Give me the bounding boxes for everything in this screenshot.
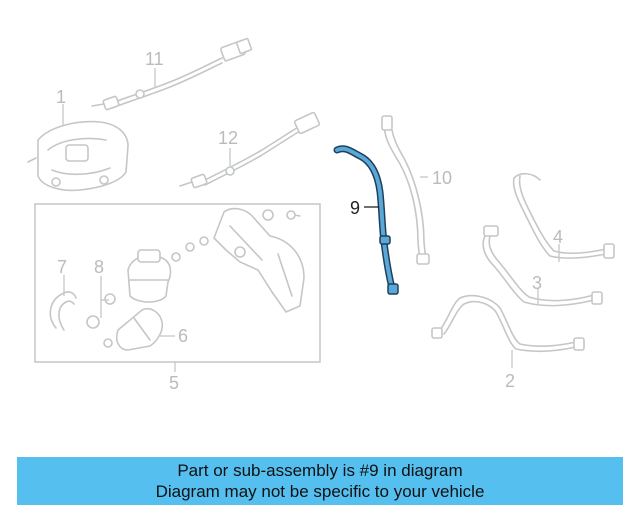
- part-6-filter[interactable]: [103, 307, 164, 351]
- callout-2[interactable]: 2: [505, 371, 515, 391]
- part-3-pipe[interactable]: [482, 225, 603, 307]
- part-9-hose[interactable]: [333, 145, 399, 295]
- part-8-clamp[interactable]: [86, 293, 116, 329]
- mounting-bracket[interactable]: [213, 207, 305, 313]
- callout-8[interactable]: 8: [94, 257, 104, 277]
- callout-7[interactable]: 7: [57, 257, 67, 277]
- callout-1[interactable]: 1: [56, 87, 66, 107]
- part-4-pipe[interactable]: [512, 172, 615, 259]
- callout-10[interactable]: 10: [432, 168, 452, 188]
- callout-12[interactable]: 12: [218, 128, 238, 148]
- part-12-oxygen-sensor[interactable]: [179, 111, 321, 189]
- info-banner: Part or sub-assembly is #9 in diagram Di…: [17, 457, 623, 505]
- part-10-pipe[interactable]: [381, 115, 430, 265]
- purge-valve-assembly[interactable]: [127, 236, 209, 303]
- callout-6[interactable]: 6: [178, 326, 188, 346]
- banner-line-1: Part or sub-assembly is #9 in diagram: [177, 461, 463, 480]
- callout-5[interactable]: 5: [169, 373, 179, 393]
- banner-line-2: Diagram may not be specific to your vehi…: [155, 482, 485, 501]
- callout-9[interactable]: 9: [350, 198, 360, 218]
- leader-lines: [62, 68, 560, 372]
- callout-3[interactable]: 3: [532, 273, 542, 293]
- callout-4[interactable]: 4: [553, 227, 563, 247]
- part-7-hose[interactable]: [49, 291, 77, 331]
- callout-labels: 1 2 3 4 5 6 7 8 9 10 11 12: [56, 49, 563, 393]
- part-2-pipe[interactable]: [431, 294, 585, 352]
- part-1-bracket-assembly[interactable]: [27, 120, 129, 192]
- parts-diagram: 1 2 3 4 5 6 7 8 9 10 11 12: [27, 37, 615, 393]
- callout-11[interactable]: 11: [145, 49, 164, 69]
- part-5-group-box: [34, 203, 321, 363]
- part-11-oxygen-sensor[interactable]: [91, 37, 253, 111]
